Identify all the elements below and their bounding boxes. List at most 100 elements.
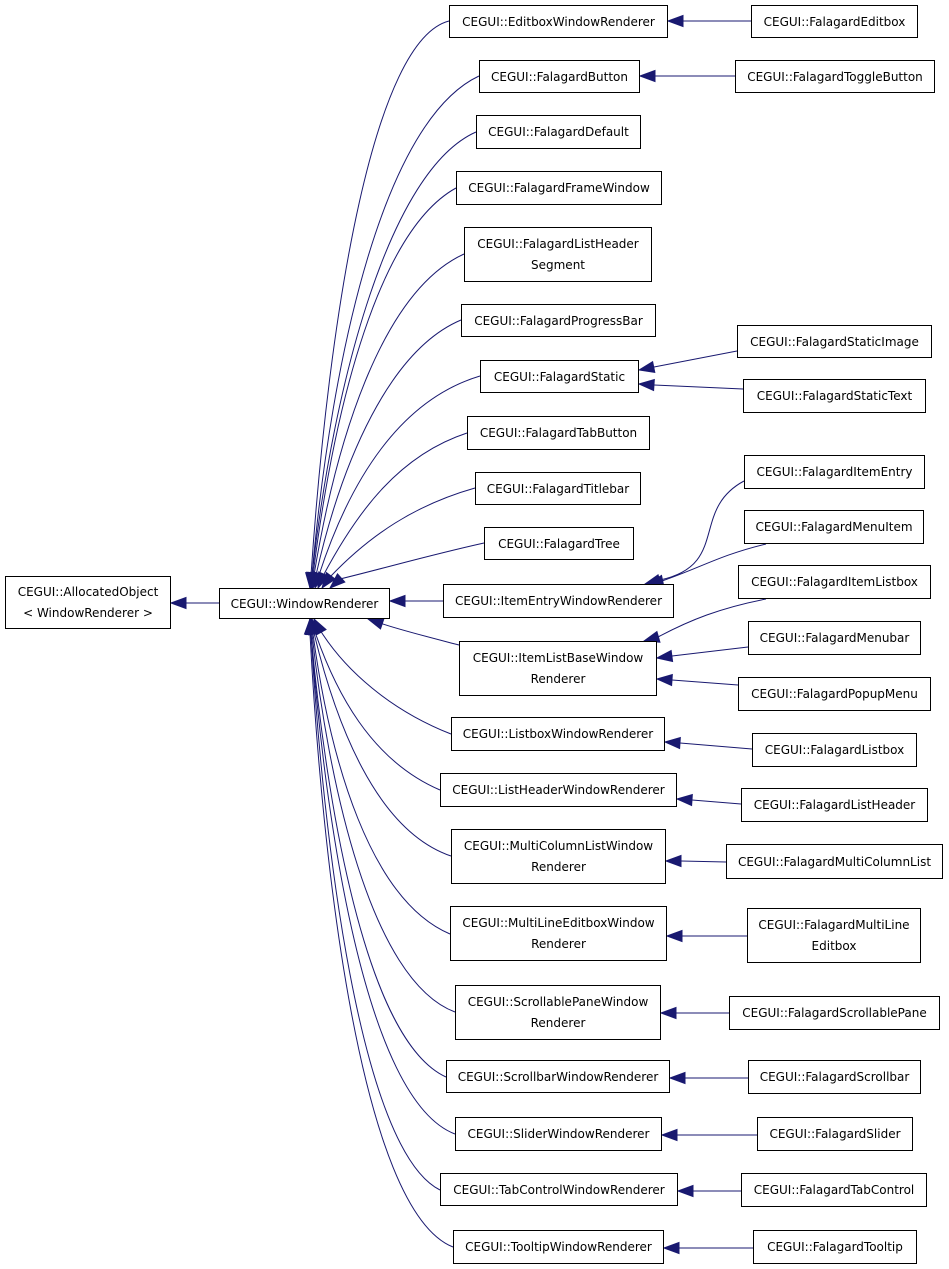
edge-falagard_item_entry-to-item_entry_wr — [658, 480, 745, 581]
arrowhead-falagard_listbox-to-listbox_wr — [663, 736, 681, 750]
edge-falagard_menubar-to-item_list_base_wr — [670, 646, 749, 657]
edge-falagard_tree-to-window_renderer — [339, 542, 485, 580]
node-label-line: CEGUI::ItemEntryWindowRenderer — [455, 594, 662, 608]
arrowhead-falagard_toggle_button-to-falagard_button — [638, 69, 656, 83]
node-label-line: CEGUI::FalagardStatic — [493, 369, 626, 384]
node-falagard-menubar[interactable]: CEGUI::FalagardMenubar — [748, 621, 921, 655]
node-falagard-tree[interactable]: CEGUI::FalagardTree — [484, 527, 634, 560]
node-editbox-window-renderer[interactable]: CEGUI::EditboxWindowRenderer — [449, 5, 668, 38]
node-falagard-static-text[interactable]: CEGUI::FalagardStaticText — [743, 379, 926, 413]
node-falagard-default[interactable]: CEGUI::FalagardDefault — [476, 115, 641, 149]
node-list-header-window-renderer[interactable]: CEGUI::ListHeaderWindowRenderer — [440, 773, 677, 807]
node-item-list-base-window-renderer[interactable]: CEGUI::ItemListBaseWindow Renderer — [459, 641, 657, 696]
edge-falagard_list_header_segment-to-window_renderer — [313, 253, 465, 576]
node-falagard-slider[interactable]: CEGUI::FalagardSlider — [757, 1117, 913, 1151]
node-tooltip-window-renderer[interactable]: CEGUI::TooltipWindowRenderer — [453, 1230, 664, 1264]
node-allocated-object[interactable]: CEGUI::AllocatedObject < WindowRenderer … — [5, 576, 171, 629]
node-falagard-multi-column-list[interactable]: CEGUI::FalagardMultiColumnList — [726, 844, 943, 879]
node-label-line: CEGUI::FalagardFrameWindow — [468, 181, 650, 195]
node-label-line: CEGUI::FalagardMenuItem — [755, 520, 913, 534]
edge-falagard_static_text-to-falagard_static — [652, 384, 744, 390]
node-label-line: CEGUI::FalagardSlider — [769, 1127, 901, 1141]
arrowhead-window_renderer-to-allocated — [169, 596, 187, 610]
node-label-line: CEGUI::FalagardButton — [490, 69, 628, 84]
node-falagard-list-header-segment[interactable]: CEGUI::FalagardListHeader Segment — [464, 227, 652, 282]
node-label-line: CEGUI::MultiLineEditboxWindow — [462, 916, 655, 930]
arrowhead-falagard_tree-to-window_renderer — [328, 573, 346, 589]
arrowhead-falagard_editbox-to-editbox_wr — [666, 14, 684, 28]
node-falagard-static-image[interactable]: CEGUI::FalagardStaticImage — [737, 325, 932, 358]
node-label-line: CEGUI::FalagardItemEntry — [756, 465, 913, 479]
node-falagard-tab-button[interactable]: CEGUI::FalagardTabButton — [467, 416, 650, 450]
edge-item_list_base_wr-to-window_renderer — [379, 622, 460, 646]
node-label-line: CEGUI::FalagardPopupMenu — [751, 687, 918, 701]
node-label-line: CEGUI::SliderWindowRenderer — [467, 1127, 650, 1141]
edge-list_header_wr-to-window_renderer — [314, 631, 441, 791]
node-scrollbar-window-renderer[interactable]: CEGUI::ScrollbarWindowRenderer — [446, 1060, 670, 1093]
edge-falagard_frame_window-to-window_renderer — [312, 187, 457, 576]
edge-falagard_tab_button-to-window_renderer — [322, 432, 468, 577]
edge-falagard_static_image-to-falagard_static — [652, 350, 738, 368]
edge-falagard_list_header-to-list_header_wr — [690, 799, 742, 805]
node-label-line: CEGUI::ListboxWindowRenderer — [462, 727, 654, 741]
node-falagard-item-entry[interactable]: CEGUI::FalagardItemEntry — [744, 455, 925, 489]
node-label-line: CEGUI::EditboxWindowRenderer — [462, 14, 655, 29]
edge-tooltip_wr-to-window_renderer — [309, 633, 454, 1248]
arrowhead-item_list_base_wr-to-window_renderer — [366, 618, 385, 630]
arrowhead-falagard_menubar-to-item_list_base_wr — [655, 649, 674, 663]
edge-tab_control_wr-to-window_renderer — [310, 632, 441, 1191]
node-label-line: CEGUI::ScrollbarWindowRenderer — [457, 1069, 659, 1084]
node-label-line: CEGUI::ListHeaderWindowRenderer — [452, 783, 665, 797]
node-label-line: CEGUI::TabControlWindowRenderer — [453, 1182, 665, 1197]
edge-falagard_popup_menu-to-item_list_base_wr — [670, 679, 739, 686]
node-falagard-tab-control[interactable]: CEGUI::FalagardTabControl — [741, 1173, 927, 1207]
node-slider-window-renderer[interactable]: CEGUI::SliderWindowRenderer — [455, 1117, 662, 1151]
node-falagard-popup-menu[interactable]: CEGUI::FalagardPopupMenu — [738, 677, 931, 711]
node-falagard-toggle-button[interactable]: CEGUI::FalagardToggleButton — [735, 60, 935, 93]
node-window-renderer[interactable]: CEGUI::WindowRenderer — [219, 588, 390, 619]
node-tab-control-window-renderer[interactable]: CEGUI::TabControlWindowRenderer — [440, 1173, 678, 1206]
node-falagard-titlebar[interactable]: CEGUI::FalagardTitlebar — [475, 472, 641, 505]
arrowhead-tooltip_wr-to-window_renderer — [303, 617, 317, 635]
node-label-line: CEGUI::FalagardMultiColumnList — [737, 854, 932, 869]
node-falagard-tooltip[interactable]: CEGUI::FalagardTooltip — [753, 1230, 917, 1264]
node-scrollable-pane-window-renderer[interactable]: CEGUI::ScrollablePaneWindow Renderer — [455, 985, 661, 1040]
edge-falagard_progress_bar-to-window_renderer — [315, 319, 462, 576]
node-falagard-scrollable-pane[interactable]: CEGUI::FalagardScrollablePane — [729, 996, 940, 1030]
node-falagard-frame-window[interactable]: CEGUI::FalagardFrameWindow — [456, 171, 662, 205]
node-label-line: CEGUI::FalagardTree — [498, 536, 620, 551]
node-falagard-menu-item[interactable]: CEGUI::FalagardMenuItem — [744, 510, 924, 544]
node-item-entry-window-renderer[interactable]: CEGUI::ItemEntryWindowRenderer — [443, 584, 674, 618]
node-label-line: CEGUI::FalagardTabControl — [753, 1183, 915, 1197]
node-label-line: CEGUI::FalagardListHeader — [477, 237, 639, 251]
node-label-line: CEGUI::FalagardScrollablePane — [742, 1006, 927, 1020]
edge-slider_wr-to-window_renderer — [310, 632, 456, 1135]
arrowhead-falagard_scrollable_pane-to-scrollable_pane_wr — [659, 1006, 677, 1020]
node-label-line: Renderer — [530, 672, 586, 686]
node-label-line: CEGUI::FalagardListHeader — [753, 798, 916, 812]
arrowhead-falagard_multi_column_list-to-multi_column_list_wr — [664, 854, 682, 868]
node-label-line: CEGUI::FalagardScrollbar — [759, 1070, 910, 1084]
node-multi-line-editbox-window-renderer[interactable]: CEGUI::MultiLineEditboxWindow Renderer — [450, 906, 667, 961]
node-multi-column-list-window-renderer[interactable]: CEGUI::MultiColumnListWindow Renderer — [451, 829, 666, 884]
node-falagard-multi-line-editbox[interactable]: CEGUI::FalagardMultiLine Editbox — [747, 908, 921, 963]
node-falagard-button[interactable]: CEGUI::FalagardButton — [479, 60, 640, 93]
node-label-line: CEGUI::FalagardTitlebar — [486, 481, 630, 496]
node-falagard-scrollbar[interactable]: CEGUI::FalagardScrollbar — [748, 1060, 921, 1094]
node-label-line: CEGUI::FalagardToggleButton — [747, 69, 923, 84]
node-listbox-window-renderer[interactable]: CEGUI::ListboxWindowRenderer — [451, 717, 665, 751]
node-falagard-item-listbox[interactable]: CEGUI::FalagardItemListbox — [738, 565, 931, 599]
node-label-line: CEGUI::TooltipWindowRenderer — [465, 1240, 652, 1254]
node-label-line: CEGUI::FalagardMultiLine — [758, 918, 910, 932]
node-falagard-static[interactable]: CEGUI::FalagardStatic — [480, 360, 639, 393]
node-label-line: CEGUI::WindowRenderer — [230, 596, 379, 611]
node-label-line: CEGUI::ItemListBaseWindow — [472, 651, 644, 665]
node-label-line: Renderer — [530, 1016, 586, 1030]
node-falagard-editbox[interactable]: CEGUI::FalagardEditbox — [751, 5, 918, 38]
node-falagard-list-header[interactable]: CEGUI::FalagardListHeader — [741, 788, 928, 822]
node-label-line: CEGUI::FalagardStaticText — [756, 389, 913, 403]
node-falagard-progress-bar[interactable]: CEGUI::FalagardProgressBar — [461, 304, 656, 337]
arrowhead-falagard_tooltip-to-tooltip_wr — [662, 1241, 680, 1255]
node-falagard-listbox[interactable]: CEGUI::FalagardListbox — [752, 733, 917, 767]
